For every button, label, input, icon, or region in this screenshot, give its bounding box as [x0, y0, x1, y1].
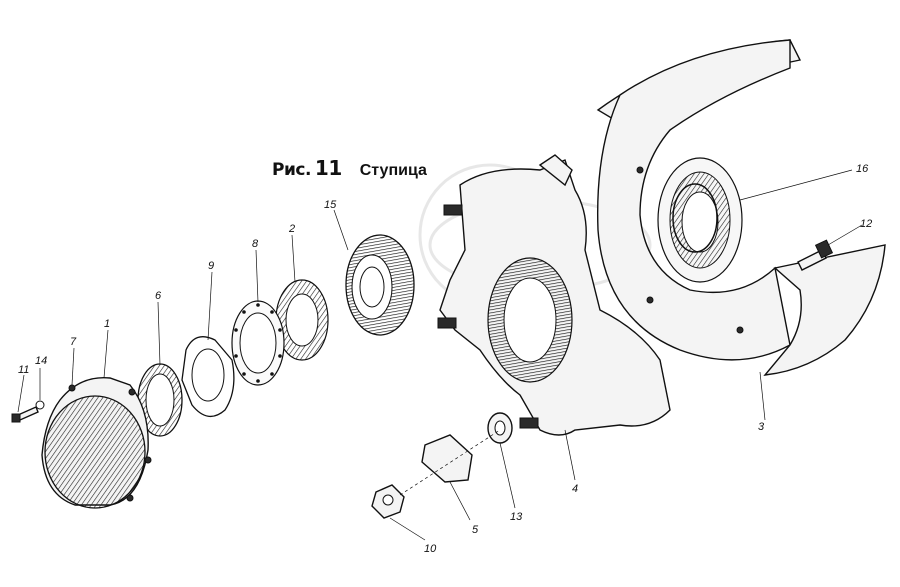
bolt-11 — [11, 406, 39, 423]
label-10: 10 — [424, 543, 437, 555]
figure-title: Рис.11 Ступица — [272, 156, 427, 180]
label-11: 11 — [18, 364, 29, 376]
seal-2 — [275, 279, 329, 361]
gasket-9 — [181, 336, 235, 417]
label-13: 13 — [510, 511, 523, 523]
label-7: 7 — [70, 336, 77, 348]
nut-10 — [371, 484, 405, 519]
label-12: 12 — [860, 218, 872, 230]
label-15: 15 — [324, 199, 337, 211]
label-9: 9 — [208, 260, 214, 272]
brake-drum — [596, 39, 886, 376]
label-5: 5 — [472, 524, 479, 536]
washer-14 — [35, 400, 45, 410]
figure-caption: Ступица — [359, 162, 427, 179]
label-16: 16 — [856, 163, 869, 175]
bolt-12 — [797, 239, 834, 271]
label-4: 4 — [572, 483, 578, 495]
figure-number: Рис.11 — [272, 156, 342, 180]
gasket-8 — [231, 300, 285, 386]
label-6: 6 — [155, 290, 162, 302]
ring-6 — [137, 363, 183, 437]
label-1: 1 — [104, 318, 110, 330]
steering-knuckle — [437, 154, 671, 436]
bearing-16 — [672, 183, 718, 253]
label-14: 14 — [35, 355, 47, 367]
part-labels: 11 14 7 1 6 9 8 2 15 16 12 3 4 13 5 10 — [17, 163, 872, 555]
label-3: 3 — [758, 421, 765, 433]
label-8: 8 — [252, 238, 259, 250]
bearing-15 — [345, 234, 415, 336]
nut-13 — [487, 412, 513, 444]
hub-cap — [41, 376, 152, 509]
lock-plate-5 — [421, 434, 473, 483]
label-2: 2 — [288, 223, 295, 235]
